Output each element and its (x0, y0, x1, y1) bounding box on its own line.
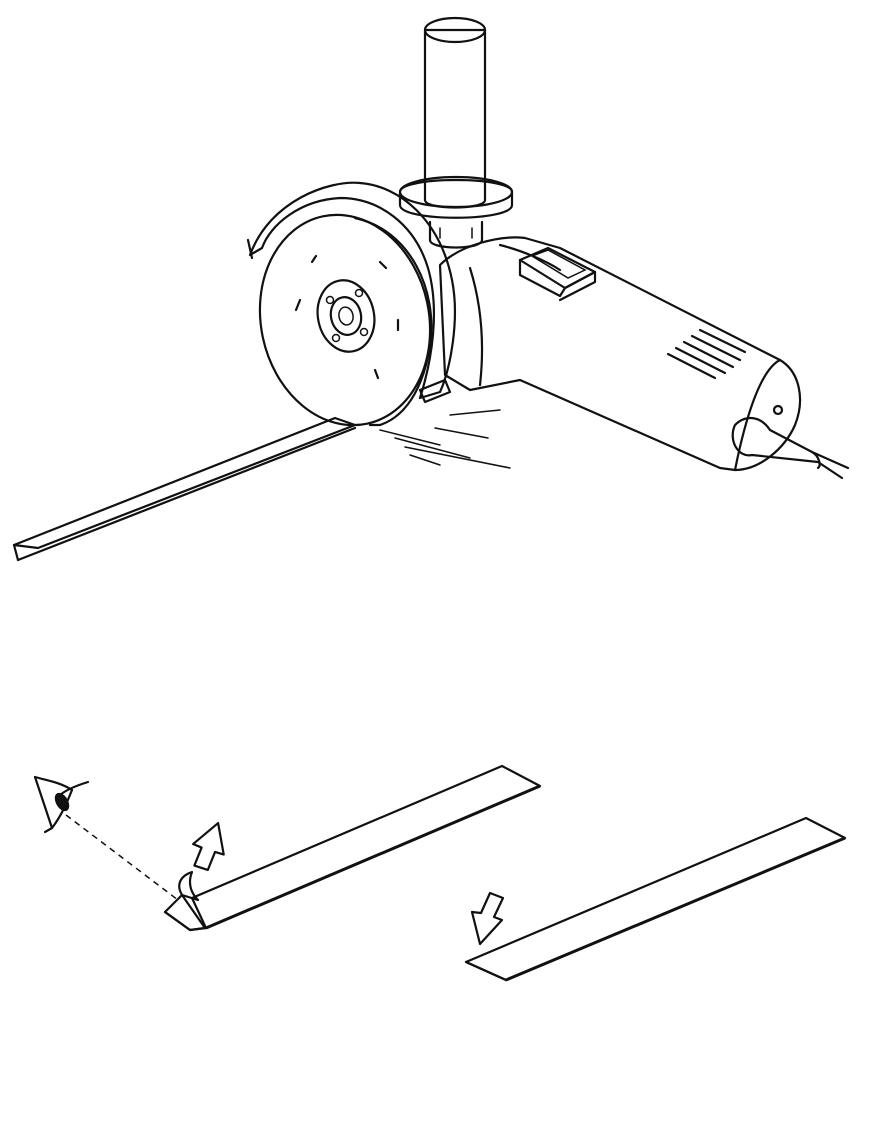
motor-housing (438, 236, 802, 472)
eye-icon (33, 775, 90, 834)
strip-left-front-edge (205, 784, 541, 930)
strip-left-top (190, 764, 542, 930)
arrow-down-outline-icon (470, 891, 505, 946)
vent-slots (666, 328, 747, 380)
disc-marks (294, 254, 400, 380)
sight-line (65, 814, 179, 901)
side-handle (398, 16, 514, 249)
strip-bottom-edge (16, 426, 357, 562)
strip-right-top (464, 816, 847, 982)
cutting-disc (258, 213, 433, 427)
strip-being-cut (12, 416, 357, 562)
handle-collar (398, 178, 514, 219)
disc-face (258, 213, 432, 427)
guard-outer (248, 181, 456, 400)
strip-placed (464, 816, 847, 982)
sparks (379, 409, 511, 469)
power-cord (731, 417, 850, 480)
housing-front-band (468, 266, 484, 387)
strip-top-face (12, 416, 357, 550)
housing-outline (438, 236, 802, 472)
power-switch (518, 246, 597, 302)
wheel-guard (246, 181, 456, 400)
panel-grinder-cutting (12, 16, 850, 562)
strip-peeling (163, 764, 542, 932)
peeled-corner (178, 870, 200, 902)
handle-top (423, 16, 487, 44)
guard-lower-tab (418, 378, 452, 404)
housing-screw (772, 404, 784, 416)
panel-peel-and-place (33, 764, 847, 982)
strip-end (12, 543, 20, 562)
housing-rear-cap (733, 358, 782, 472)
disc-flange (316, 279, 376, 353)
strip-right-front-edge (505, 836, 846, 982)
arrow-up-outline-icon (191, 821, 225, 872)
